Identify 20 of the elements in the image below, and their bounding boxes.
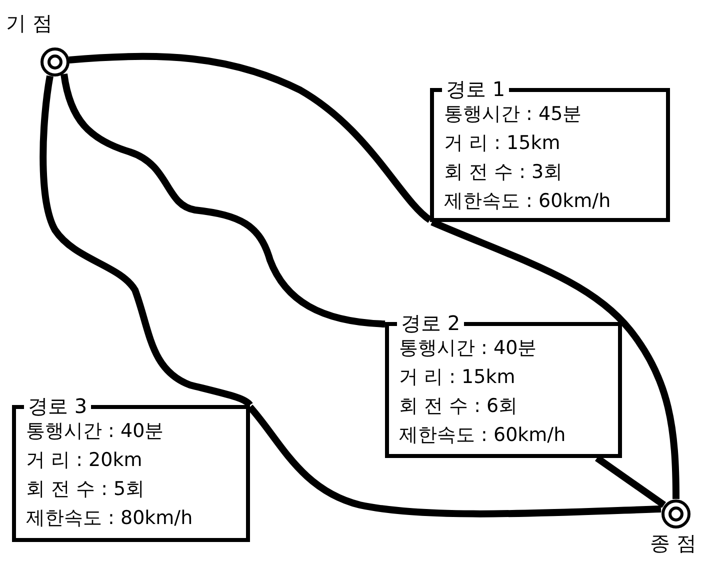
route-info-line: 회 전 수 : 3회 xyxy=(444,160,563,184)
route-info-line: 통행시간 : 40분 xyxy=(26,419,164,443)
route-info-line: 통행시간 : 45분 xyxy=(444,102,582,126)
route-info-line: 제한속도 : 60km/h xyxy=(399,423,566,447)
point-label: 기 점 xyxy=(6,10,52,37)
route-line xyxy=(40,75,252,408)
route-info-line: 제한속도 : 80km/h xyxy=(26,506,193,530)
route-info-line: 거 리 : 15km xyxy=(399,365,516,389)
route-info-line: 통행시간 : 40분 xyxy=(399,336,537,360)
route-line xyxy=(68,52,432,223)
route-info-line: 회 전 수 : 6회 xyxy=(399,394,518,418)
point-label: 종 점 xyxy=(650,530,696,557)
route-info-line: 제한속도 : 60km/h xyxy=(444,189,611,213)
endpoint-marker xyxy=(40,47,70,77)
route-info-line: 거 리 : 15km xyxy=(444,131,560,155)
route-info-line: 거 리 : 20km xyxy=(26,448,142,472)
route-info-line: 회 전 수 : 5회 xyxy=(26,477,145,501)
endpoint-marker xyxy=(661,499,691,529)
route-line xyxy=(60,73,386,328)
route-line xyxy=(247,404,662,518)
